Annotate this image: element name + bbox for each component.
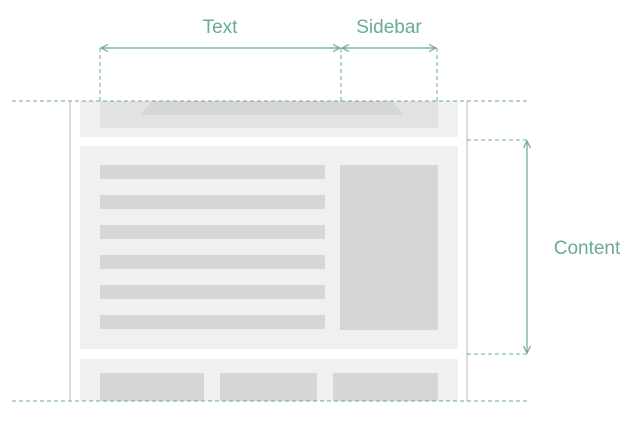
text-line	[100, 285, 325, 299]
content-panel	[80, 146, 458, 349]
text-line	[100, 225, 325, 239]
header-panel	[80, 101, 458, 137]
footer-panel	[80, 359, 458, 401]
sidebar-label: Sidebar	[356, 17, 422, 38]
text-line	[100, 195, 325, 209]
text-line	[100, 315, 325, 329]
header-nav-shape	[140, 101, 404, 115]
sidebar-block	[340, 165, 438, 330]
text-line	[100, 255, 325, 269]
text-line	[100, 165, 325, 179]
text-dimension-arrow	[99, 43, 342, 53]
footer-block	[333, 373, 438, 401]
sidebar-dimension-arrow	[340, 43, 438, 53]
content-dimension-arrow	[522, 139, 532, 355]
text-label: Text	[203, 17, 239, 38]
footer-block	[220, 373, 317, 401]
content-label: Content	[554, 238, 621, 259]
text-lines	[100, 165, 325, 329]
footer-block	[100, 373, 204, 401]
